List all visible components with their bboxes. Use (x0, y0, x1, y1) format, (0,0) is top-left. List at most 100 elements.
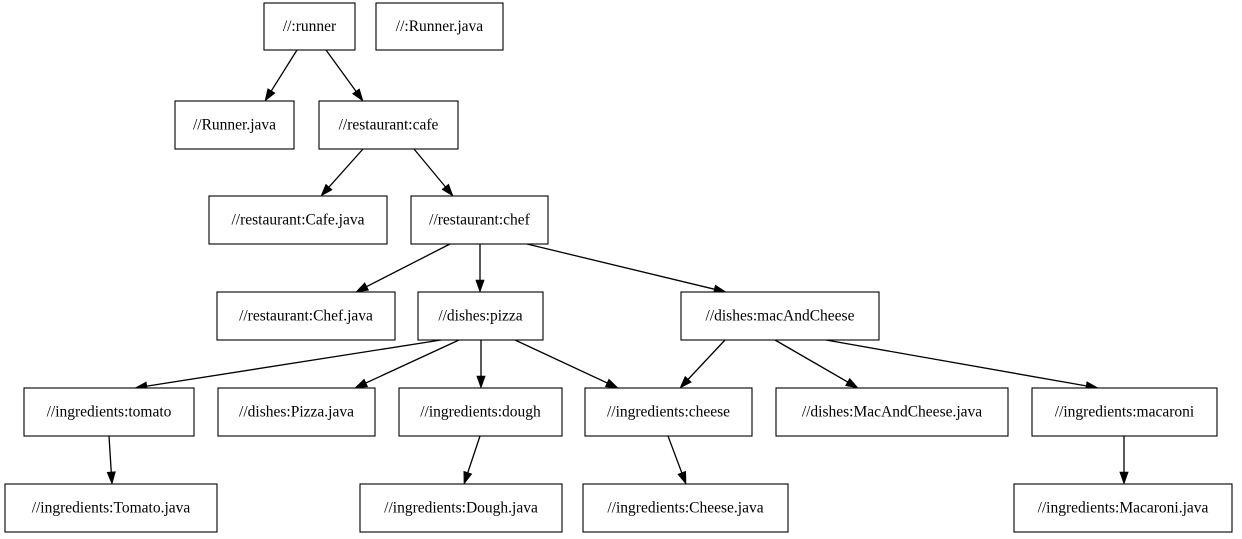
node-label: //restaurant:Chef.java (239, 308, 373, 325)
node-box[interactable] (23, 387, 195, 437)
node-box[interactable] (398, 387, 563, 437)
graph-edge (264, 49, 298, 102)
edge-line (413, 148, 446, 188)
node-box[interactable] (216, 291, 396, 341)
edge-arrowhead-icon (352, 88, 364, 102)
graph-edge (134, 339, 442, 391)
node-label: //dishes:Pizza.java (239, 404, 354, 421)
node-box[interactable] (217, 387, 376, 437)
edge-arrowhead-icon (475, 279, 485, 293)
edge-arrowhead-icon (845, 377, 859, 389)
node-box[interactable] (359, 483, 563, 533)
node-label: //restaurant:cafe (339, 117, 439, 134)
edge-arrowhead-icon (1119, 471, 1129, 485)
graph-edge (354, 339, 460, 389)
graph-node-macaroni[interactable]: //ingredients:macaroni (1031, 387, 1218, 437)
edge-arrowhead-icon (106, 471, 116, 485)
node-box[interactable] (680, 291, 880, 341)
edge-arrowhead-icon (320, 183, 333, 197)
edge-line (667, 435, 683, 473)
edges-layer (106, 49, 1129, 485)
edge-line (774, 339, 848, 383)
graph-node-chef_java[interactable]: //restaurant:Chef.java (216, 291, 396, 341)
graph-edge (413, 148, 454, 197)
edge-line (366, 243, 451, 288)
edge-line (365, 339, 460, 384)
node-box[interactable] (4, 483, 218, 533)
graph-edge (825, 339, 1099, 391)
graph-edge (667, 435, 687, 485)
edge-arrowhead-icon (354, 378, 369, 389)
edge-arrowhead-icon (264, 88, 276, 102)
graph-node-cafe[interactable]: //restaurant:cafe (318, 100, 459, 150)
edge-arrowhead-icon (441, 183, 454, 197)
node-box[interactable] (1013, 483, 1233, 533)
graph-edge (476, 340, 486, 389)
graph-edge (463, 435, 481, 485)
graph-node-runner[interactable]: //:runner (263, 2, 356, 51)
graph-node-cheese[interactable]: //ingredients:cheese (584, 387, 753, 437)
edge-line (328, 148, 364, 188)
edge-line (687, 339, 726, 380)
edge-arrowhead-icon (355, 282, 370, 293)
edge-line (467, 435, 481, 473)
edge-line (146, 339, 442, 387)
graph-edge (106, 435, 116, 485)
graph-node-cafe_java[interactable]: //restaurant:Cafe.java (208, 195, 388, 245)
node-box[interactable] (775, 387, 1009, 437)
edge-line (270, 49, 298, 92)
graph-node-runner_java[interactable]: //Runner.java (174, 100, 295, 150)
node-label: //Runner.java (193, 117, 276, 134)
graph-node-pizza_java[interactable]: //dishes:Pizza.java (217, 387, 376, 437)
node-label: //ingredients:Cheese.java (607, 500, 763, 517)
node-box[interactable] (417, 291, 544, 341)
edge-line (325, 49, 357, 92)
node-box[interactable] (410, 195, 549, 245)
node-label: //ingredients:tomato (47, 404, 172, 421)
node-box[interactable] (584, 387, 753, 437)
graph-edge (320, 148, 364, 197)
graph-node-macandcheese[interactable]: //dishes:macAndCheese (680, 291, 880, 341)
edge-arrowhead-icon (604, 378, 619, 389)
node-label: //restaurant:chef (429, 212, 531, 229)
graph-edge (774, 339, 859, 389)
edge-line (108, 435, 112, 473)
graph-node-tomato_java[interactable]: //ingredients:Tomato.java (4, 483, 218, 533)
node-label: //:runner (283, 18, 337, 35)
edge-arrowhead-icon (679, 375, 692, 389)
graph-node-macaroni_java[interactable]: //ingredients:Macaroni.java (1013, 483, 1233, 533)
node-box[interactable] (174, 100, 295, 150)
graph-node-runner_java_root[interactable]: //:Runner.java (375, 2, 504, 51)
node-box[interactable] (208, 195, 388, 245)
graph-edge (526, 243, 727, 294)
edge-arrowhead-icon (463, 470, 473, 485)
node-box[interactable] (375, 2, 504, 51)
node-box[interactable] (318, 100, 459, 150)
edge-line (514, 339, 608, 384)
graph-edge (1119, 436, 1129, 485)
graph-node-pizza[interactable]: //dishes:pizza (417, 291, 544, 341)
node-label: //ingredients:cheese (607, 404, 730, 421)
node-label: //ingredients:Tomato.java (32, 500, 191, 517)
node-label: //dishes:macAndCheese (706, 308, 855, 325)
edge-arrowhead-icon (476, 375, 486, 389)
graph-node-dough[interactable]: //ingredients:dough (398, 387, 563, 437)
node-box[interactable] (1031, 387, 1218, 437)
graph-node-chef[interactable]: //restaurant:chef (410, 195, 549, 245)
edge-line (825, 339, 1087, 387)
graph-node-dough_java[interactable]: //ingredients:Dough.java (359, 483, 563, 533)
graph-edge (325, 49, 364, 102)
graph-node-macandcheese_java[interactable]: //dishes:MacAndCheese.java (775, 387, 1009, 437)
graph-node-cheese_java[interactable]: //ingredients:Cheese.java (582, 483, 789, 533)
node-label: //dishes:pizza (438, 308, 522, 325)
node-label: //ingredients:Dough.java (384, 500, 538, 517)
node-box[interactable] (582, 483, 789, 533)
node-label: //ingredients:Macaroni.java (1038, 500, 1209, 517)
graph-edge (475, 244, 485, 293)
node-label: //ingredients:macaroni (1055, 404, 1195, 421)
graph-node-tomato[interactable]: //ingredients:tomato (23, 387, 195, 437)
node-box[interactable] (263, 2, 356, 51)
graph-edge (679, 339, 726, 389)
